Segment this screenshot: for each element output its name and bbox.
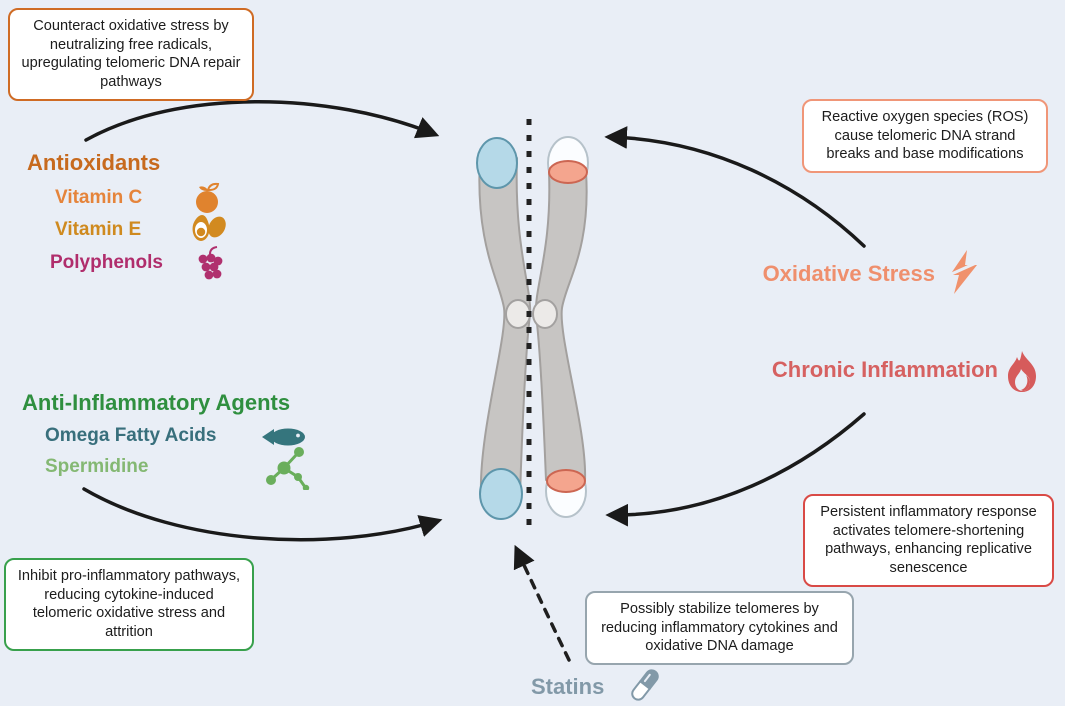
arrow-statins-to-telomere-dashed <box>513 544 571 662</box>
note-antioxidant-effect: Counteract oxidative stress by neutraliz… <box>8 8 254 101</box>
telomere-shortened-bottom <box>546 469 586 493</box>
note-anti-inflammatory-effect: Inhibit pro-inflammatory pathways, reduc… <box>4 558 254 651</box>
chromosome-illustration <box>476 136 589 520</box>
avocado-icon <box>191 213 227 244</box>
note-ros-effect: Reactive oxygen species (ROS) cause telo… <box>802 99 1048 174</box>
molecule-icon <box>266 444 310 490</box>
statins-label: Statins <box>531 674 605 699</box>
note-statins-effect: Possibly stabilize telomeres by reducing… <box>585 591 854 666</box>
chronic-inflammation-label: Chronic Inflammation <box>771 357 998 382</box>
telomere-shortened-top <box>548 160 588 184</box>
grapes-icon <box>196 246 224 281</box>
telomere-cap-healthy-top <box>476 137 518 189</box>
arrow-oxidative-stress-to-telomere <box>604 126 866 248</box>
arrow-inflammation-to-telomere <box>605 412 866 527</box>
lightning-icon <box>946 250 980 294</box>
antioxidants-item-polyphenols: Polyphenols <box>50 252 163 273</box>
note-inflammation-effect: Persistent inflammatory response activat… <box>803 494 1054 587</box>
antioxidants-item-vitamin-e: Vitamin E <box>55 219 142 240</box>
arrow-antioxidants-to-telomere <box>84 100 440 142</box>
fish-icon <box>260 426 308 449</box>
centromere-right <box>532 299 558 329</box>
flame-icon <box>1005 350 1040 393</box>
oxidative-stress-label: Oxidative Stress <box>762 261 935 286</box>
anti-inflammatory-title: Anti-Inflammatory Agents <box>22 390 291 415</box>
anti-inflammatory-item-omega: Omega Fatty Acids <box>45 425 217 446</box>
anti-inflammatory-item-spermidine: Spermidine <box>45 456 149 477</box>
orange-fruit-icon <box>193 181 223 214</box>
antioxidants-item-vitamin-c: Vitamin C <box>55 187 143 208</box>
pill-icon <box>628 666 662 704</box>
telomere-cap-healthy-bottom <box>479 468 523 520</box>
antioxidants-title: Antioxidants <box>27 150 161 175</box>
arrow-anti-inflammatory-to-telomere <box>82 487 443 542</box>
centromere-left <box>505 299 531 329</box>
